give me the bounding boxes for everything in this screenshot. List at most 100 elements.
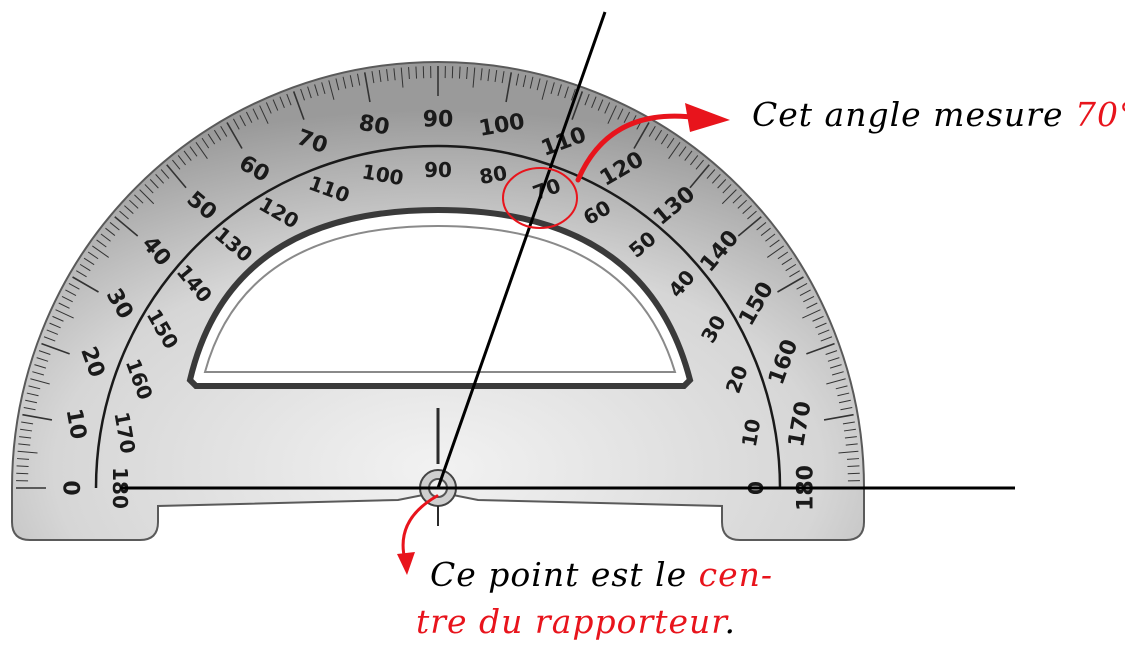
outer-scale-label: 80 xyxy=(357,111,392,141)
tick-mark xyxy=(607,105,617,124)
center-note-text: Ce point est le xyxy=(430,555,688,594)
tick-mark xyxy=(494,70,498,83)
tick-mark xyxy=(711,174,721,184)
tick-mark xyxy=(480,68,483,81)
protractor-window xyxy=(186,206,694,389)
tick-mark xyxy=(737,199,747,209)
tick-mark xyxy=(571,88,576,101)
tick-mark xyxy=(487,69,490,82)
tick-mark xyxy=(232,118,240,130)
tick-mark xyxy=(844,436,857,439)
tick-mark xyxy=(806,342,835,355)
center-note-highlight-1: cen- xyxy=(698,555,774,594)
tick-mark xyxy=(61,295,73,303)
angle-note-text: Cet angle mesure xyxy=(752,95,1064,134)
tick-mark xyxy=(799,289,811,296)
tick-mark xyxy=(817,329,830,335)
tick-mark xyxy=(371,71,375,84)
tick-mark xyxy=(684,150,693,161)
tick-mark xyxy=(466,66,468,80)
tick-mark xyxy=(541,80,548,100)
tick-mark xyxy=(213,129,222,141)
tick-mark xyxy=(706,169,716,179)
tick-mark xyxy=(189,146,198,157)
angle-note-unit: ° xyxy=(1119,95,1125,134)
tick-mark xyxy=(114,216,139,237)
center-note-line-1: Ce point est le cen- xyxy=(430,555,773,594)
tick-mark xyxy=(109,222,120,231)
tick-mark xyxy=(239,115,246,127)
tick-mark xyxy=(76,270,87,278)
tick-mark xyxy=(815,322,827,329)
tick-mark xyxy=(265,102,272,114)
tick-mark xyxy=(666,137,675,149)
inner-scale-label: 80 xyxy=(477,161,509,189)
tick-mark xyxy=(400,67,404,88)
tick-mark xyxy=(505,72,513,103)
tick-mark xyxy=(835,385,848,390)
tick-mark xyxy=(183,150,192,161)
tick-mark xyxy=(245,111,253,123)
tick-mark xyxy=(34,364,47,369)
tick-mark xyxy=(721,189,737,205)
tick-mark xyxy=(837,392,850,397)
tick-mark xyxy=(177,155,186,166)
tick-mark xyxy=(356,73,361,86)
tick-mark xyxy=(571,91,584,120)
tick-mark xyxy=(846,458,860,460)
tick-mark xyxy=(777,251,789,260)
tick-mark xyxy=(678,146,687,157)
tick-mark xyxy=(328,80,335,100)
center-note-line-2: tre du rapporteur. xyxy=(416,602,736,641)
outer-scale-label: 90 xyxy=(423,108,454,133)
tick-mark xyxy=(16,458,30,460)
tick-mark xyxy=(252,108,259,120)
tick-mark xyxy=(803,295,815,303)
circled-reading xyxy=(502,167,578,229)
tick-mark xyxy=(722,184,732,194)
tick-mark xyxy=(155,174,165,184)
tick-mark xyxy=(765,233,776,242)
tick-mark xyxy=(314,84,319,97)
tick-mark xyxy=(49,322,61,329)
center-note-arrow xyxy=(397,494,439,575)
tick-mark xyxy=(806,302,818,309)
tick-mark xyxy=(21,421,34,425)
tick-mark xyxy=(458,66,461,79)
tick-mark xyxy=(820,336,833,342)
center-note-highlight-2: tre du rapporteur xyxy=(416,602,725,641)
tick-mark xyxy=(349,75,354,88)
tick-mark xyxy=(87,251,99,260)
tick-mark xyxy=(201,137,210,149)
tick-mark xyxy=(335,78,340,91)
angle-note: Cet angle mesure 70° xyxy=(752,95,1125,134)
tick-mark xyxy=(160,169,170,179)
tick-mark xyxy=(28,385,41,390)
tick-mark xyxy=(259,105,269,124)
tick-mark xyxy=(36,357,49,362)
tick-mark xyxy=(286,93,292,106)
tick-mark xyxy=(38,350,51,355)
tick-mark xyxy=(144,184,154,194)
tick-mark xyxy=(307,86,312,99)
tick-mark xyxy=(22,413,53,421)
tick-mark xyxy=(96,239,107,248)
tick-mark xyxy=(796,282,808,290)
inner-scale-label: 10 xyxy=(737,417,765,449)
tick-mark xyxy=(207,133,216,145)
tick-mark xyxy=(529,76,534,89)
tick-mark xyxy=(536,78,541,91)
tick-mark xyxy=(648,126,656,137)
inner-scale-label: 90 xyxy=(424,158,452,182)
tick-mark xyxy=(777,276,804,293)
tick-mark xyxy=(584,93,590,106)
tick-mark xyxy=(72,276,99,293)
tick-mark xyxy=(591,96,597,109)
tick-mark xyxy=(172,159,181,170)
tick-mark xyxy=(321,82,326,95)
tick-mark xyxy=(843,428,856,432)
tick-mark xyxy=(617,108,624,120)
tick-mark xyxy=(68,282,80,290)
scale-arc xyxy=(94,144,782,489)
tick-mark xyxy=(124,205,134,215)
